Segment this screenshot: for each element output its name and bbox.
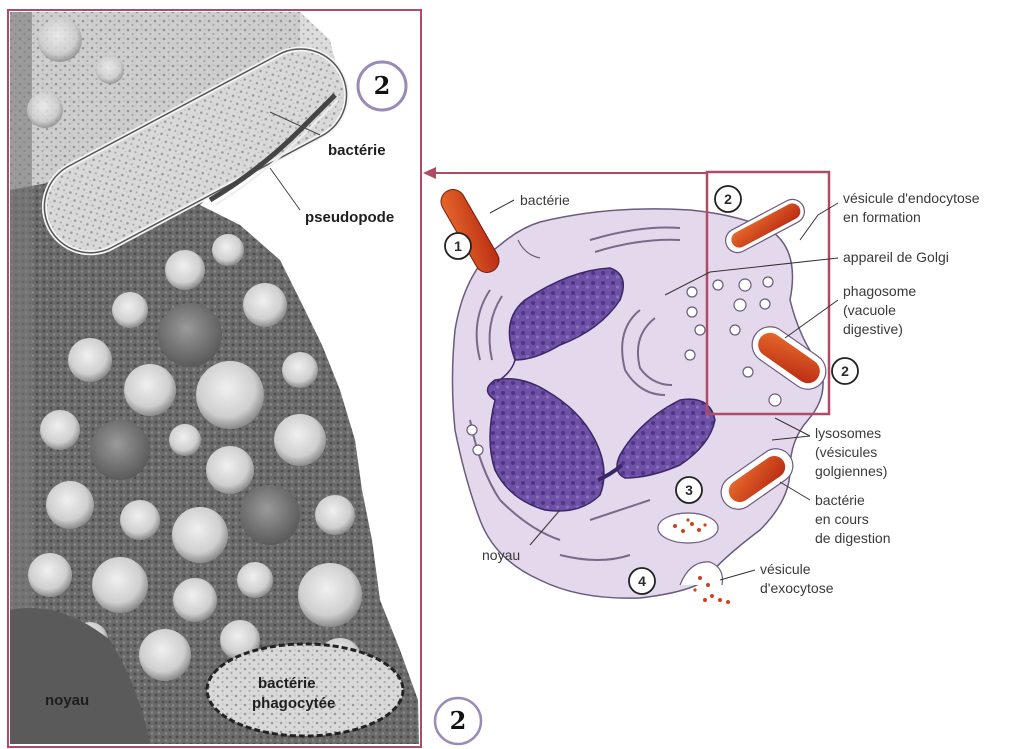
micrograph-label-phagocytee-line2: phagocytée [252,695,335,712]
step-4: 4 [638,573,646,589]
step-badge-bottom-number: 2 [450,706,467,735]
diagram-label-exocytose-line2: d'exocytose [760,580,834,596]
diagram-label-endocytose-line2: en formation [843,209,921,225]
diagram-label-lysosomes-line2: (vésicules [815,444,877,460]
micrograph-label-noyau: noyau [45,692,89,709]
diagram-label-digestion-line1: bactérie [815,492,865,508]
diagram-label-phagosome-line2: (vacuole [843,302,896,318]
diagram-label-bacterie: bactérie [520,192,570,208]
diagram-label-noyau: noyau [482,547,520,563]
cell-diagram: 1 2 2 3 4 bactérie vésicule d'endocytose… [437,172,980,604]
diagram-label-digestion-line3: de digestion [815,530,891,546]
step-1: 1 [454,238,462,254]
micrograph-label-bacterie: bactérie [328,142,386,159]
residual-body [658,513,718,543]
step-2a: 2 [724,191,732,207]
diagram-label-lysosomes-line1: lysosomes [815,425,881,441]
diagram-label-phagosome-line1: phagosome [843,283,916,299]
micrograph-label-pseudopode: pseudopode [305,209,394,226]
diagram-label-endocytose-line1: vésicule d'endocytose [843,190,980,206]
diagram-label-golgi: appareil de Golgi [843,249,949,265]
diagram-label-lysosomes-line3: golgiennes) [815,463,887,479]
diagram-label-exocytose-line1: vésicule [760,561,811,577]
micrograph-panel: bactérie pseudopode noyau bactérie phago… [8,10,421,747]
diagram-label-digestion-line2: en cours [815,511,869,527]
micrograph-label-phagocytee-line1: bactérie [258,675,316,692]
step-badge-top-number: 2 [374,71,391,100]
step-2b: 2 [841,363,849,379]
bacterium-approaching [437,185,504,277]
diagram-label-phagosome-line3: digestive) [843,321,903,337]
step-3: 3 [685,482,693,498]
